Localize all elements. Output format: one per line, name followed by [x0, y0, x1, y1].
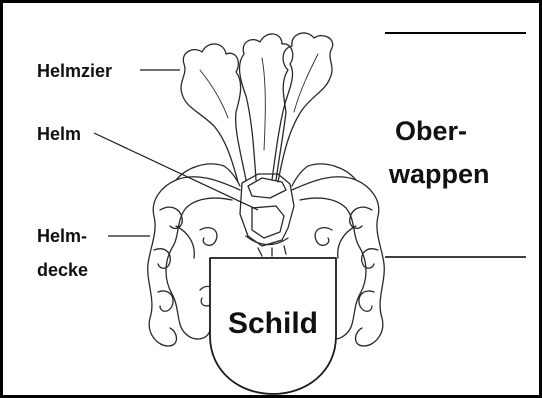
helmet — [240, 174, 294, 256]
label-oberwappen-line2: wappen — [388, 159, 490, 189]
label-schild: Schild — [228, 307, 318, 340]
crest-plumes — [181, 33, 333, 182]
label-helmdecke-line1: Helm- — [37, 226, 87, 246]
helm-leader-line — [94, 133, 258, 210]
label-helmzier: Helmzier — [37, 61, 112, 81]
label-helm: Helm — [37, 124, 81, 144]
label-helmdecke-line2: decke — [37, 260, 88, 280]
label-oberwappen-line1: Ober- — [395, 116, 467, 146]
